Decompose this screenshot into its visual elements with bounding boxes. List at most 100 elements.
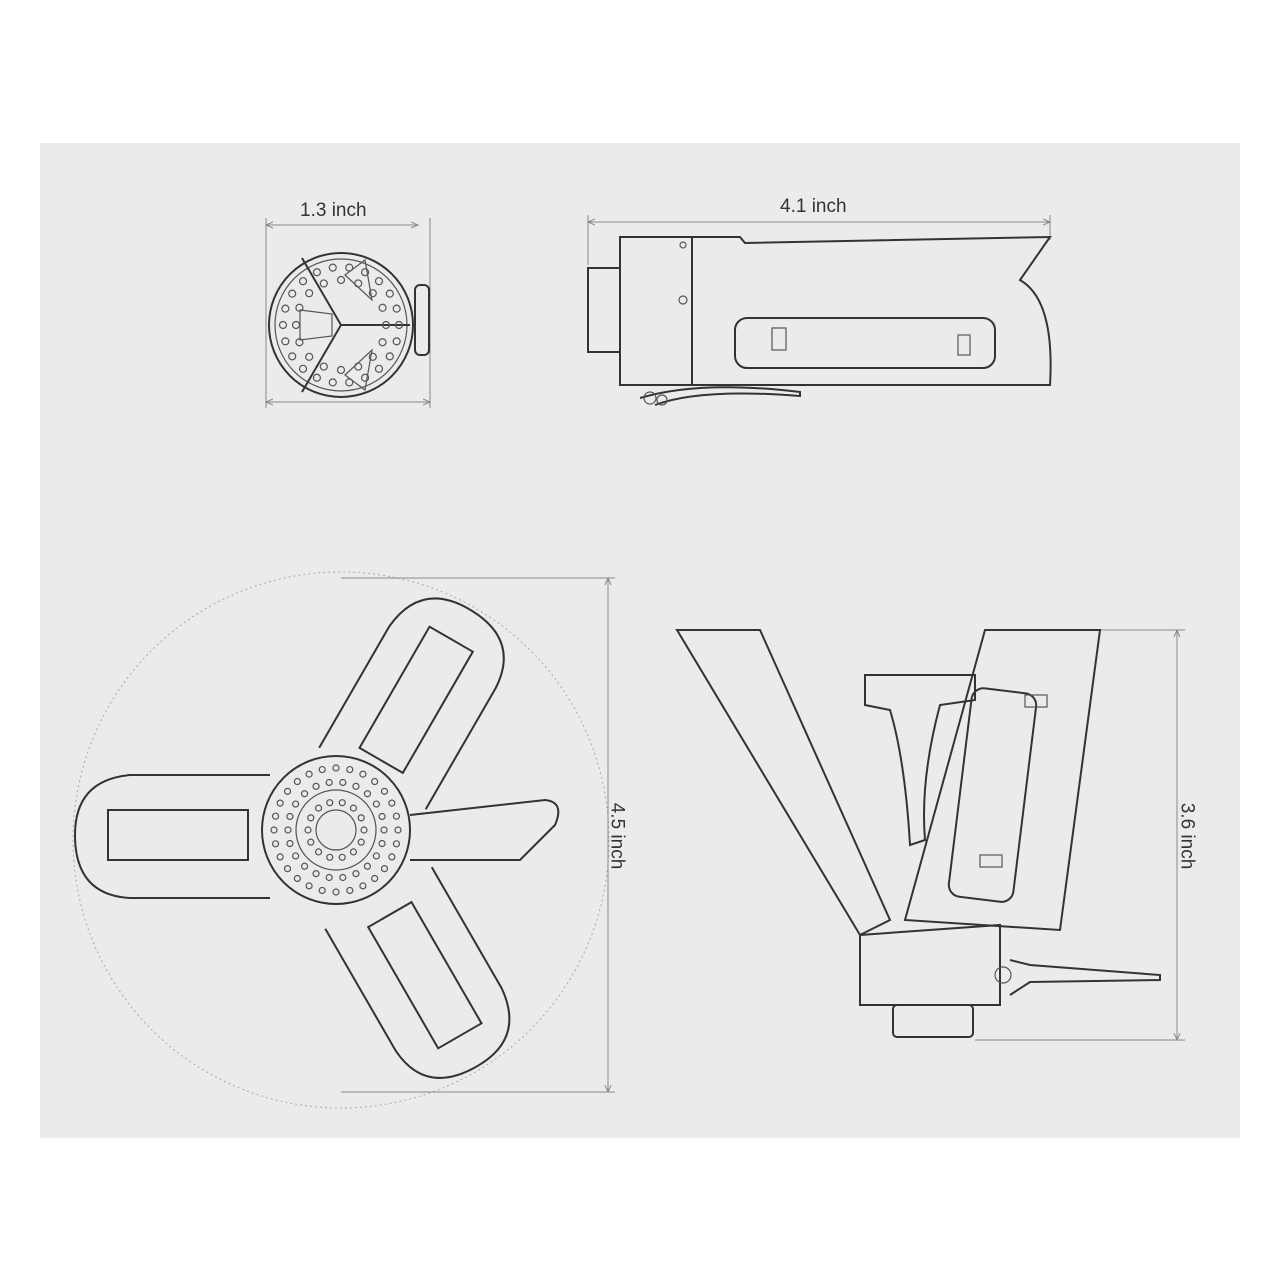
burner-hole [380,865,389,873]
burner-hole [293,777,301,786]
burner-hole [392,840,401,848]
burner-hole [319,279,328,288]
burner-hole [312,373,322,382]
burner-hole [360,373,370,382]
burner-hole [291,320,301,330]
burner-hole [300,862,309,870]
burner-hole [326,853,334,861]
burner-hole [388,853,396,861]
burner-hole [281,304,290,313]
burner-hole [271,840,280,848]
burner-hole [292,852,300,860]
burner-hole [300,790,309,798]
burner-hole [305,289,314,298]
burner-hole [374,277,384,286]
top-view-open-drawing [72,571,615,1109]
burner-hole [385,289,394,298]
burner-hole [357,838,365,846]
burner-hole [298,277,308,286]
burner-hole [388,799,396,807]
burner-hole [368,352,377,361]
burner-hole [281,337,290,346]
burner-hole [318,765,326,774]
burner-hole [284,826,292,834]
burner-hole [295,303,304,312]
burner-hole [325,873,333,882]
diagram-panel [40,143,1240,1138]
burner-hole [339,873,347,882]
burner-hole [363,790,372,798]
burner-hole [312,268,322,277]
burner-hole [318,886,326,895]
burner-hole [359,882,367,890]
burner-hole [360,268,370,277]
burner-hole [346,886,354,895]
burner-hole [328,263,337,272]
side-view-open-dimension-label: 3.6 inch [1176,802,1198,870]
burner-hole [328,378,337,387]
burner-hole [307,838,315,846]
burner-hole [372,800,380,808]
burner-hole [271,812,280,820]
burner-hole [378,839,386,848]
burner-hole [270,826,278,834]
burner-hole [332,764,340,772]
burner-hole [278,320,288,330]
burner-hole [314,804,323,812]
front-view-drawing [266,218,430,408]
burner-hole [380,787,389,795]
burner-hole [380,826,388,834]
burner-hole [312,870,320,878]
burner-hole [319,362,328,371]
burner-hole [349,804,358,812]
side-view-open-drawing [675,629,1185,1040]
burner-hole [314,848,323,856]
burner-hole [338,853,346,861]
burner-hole [304,826,312,834]
burner-hole [392,812,401,820]
side-view-folded-drawing [587,215,1052,406]
burner-hole [346,765,354,774]
burner-hole [378,303,387,312]
burner-hole [357,814,365,822]
burner-hole [307,814,315,822]
burner-hole [368,289,377,298]
burner-hole [286,839,294,848]
burner-hole [345,378,354,387]
top-view-open-dimension-label: 4.5 inch [606,802,628,870]
burner-hole [312,782,320,790]
burner-hole [283,865,292,873]
burner-hole [378,812,386,821]
burner-hole [345,263,354,272]
burner-hole [392,337,401,346]
burner-hole [305,882,313,890]
burner-hole [359,770,367,778]
burner-hole [305,352,314,361]
burner-hole [352,870,360,878]
burner-hole [336,365,346,375]
burner-hole [295,338,304,347]
burner-hole [332,888,340,896]
burner-hole [292,800,300,808]
burner-hole [286,812,294,821]
burner-hole [372,852,380,860]
burner-hole [371,874,379,883]
burner-hole [336,275,346,285]
burner-hole [354,362,363,371]
burner-hole [363,862,372,870]
burner-hole [325,778,333,787]
burner-hole [394,826,402,834]
burner-hole [394,320,404,330]
burner-hole [326,799,334,807]
burner-hole [392,304,401,313]
burner-hole [352,782,360,790]
burner-hole [378,338,387,347]
burner-hole [305,770,313,778]
burner-hole [349,848,358,856]
side-view-folded-dimension-label: 4.1 inch [780,196,847,217]
burner-hole [374,364,384,373]
burner-hole [354,279,363,288]
burner-hole [339,778,347,787]
burner-hole [276,853,284,861]
